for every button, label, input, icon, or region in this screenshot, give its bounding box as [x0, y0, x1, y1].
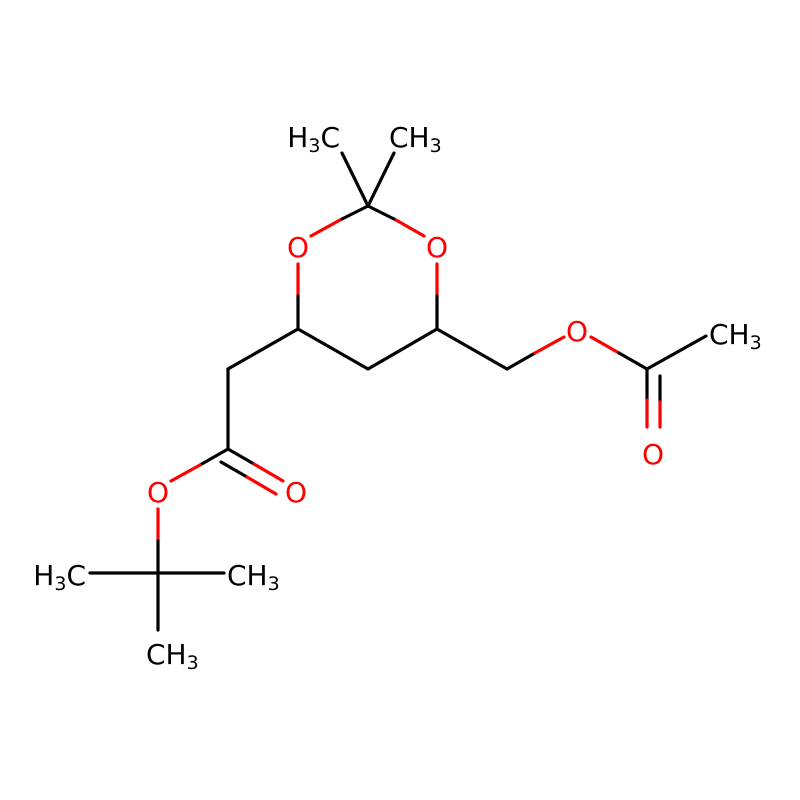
bond-c2-o-right-red	[394, 218, 426, 238]
label-group: O O H3C CH3 O O H3C CH3 CH3 O O CH3	[33, 121, 761, 674]
atom-label-o-acetate-single: O	[566, 315, 588, 348]
atom-label-methyl-top-left: H3C	[287, 121, 340, 157]
bond-c2-o-left-black	[338, 204, 370, 222]
bond-group	[88, 151, 708, 632]
bond-ester-double-a-red	[252, 462, 285, 483]
atom-label-o-ring-right: O	[426, 231, 448, 264]
atom-label-tbu-methyl-bottom: CH3	[146, 638, 199, 674]
atom-label-tbu-methyl-left: H3C	[33, 559, 86, 595]
atom-label-o-ring-left: O	[287, 231, 309, 264]
bond-ch2-o-red	[533, 335, 566, 355]
bond-ester-double-b-black	[219, 460, 249, 479]
bond-ester-single-red	[169, 463, 202, 483]
bond-c2-o-right-black	[366, 204, 398, 222]
bond-ester-double-b-red	[245, 475, 278, 496]
atom-label-methyl-top-right: CH3	[389, 121, 442, 157]
atom-label-acetyl-methyl: CH3	[709, 318, 762, 354]
bond-c6-ch2	[435, 327, 509, 371]
bond-c5-c6	[366, 327, 439, 371]
bond-c4-ch2	[226, 327, 300, 371]
atom-label-o-acetate-double: O	[642, 438, 664, 471]
bond-c2-o-left-red	[309, 218, 342, 238]
bond-acyl-methyl	[645, 334, 708, 371]
bond-c2-methyl-left	[340, 151, 370, 208]
bond-ch2-o-black	[505, 351, 537, 371]
atom-label-o-ester-double: O	[285, 476, 307, 509]
bond-c2-methyl-right	[366, 151, 396, 208]
atom-label-o-ester-single: O	[147, 476, 169, 509]
bond-c4-c5	[296, 327, 370, 371]
bond-ester-double-a-black	[226, 447, 256, 466]
bond-o-acyl-red	[589, 335, 621, 355]
bond-o-acyl-black	[617, 351, 649, 371]
bond-ester-single-black	[198, 447, 230, 467]
atom-label-tbu-methyl-right: CH3	[227, 559, 280, 595]
